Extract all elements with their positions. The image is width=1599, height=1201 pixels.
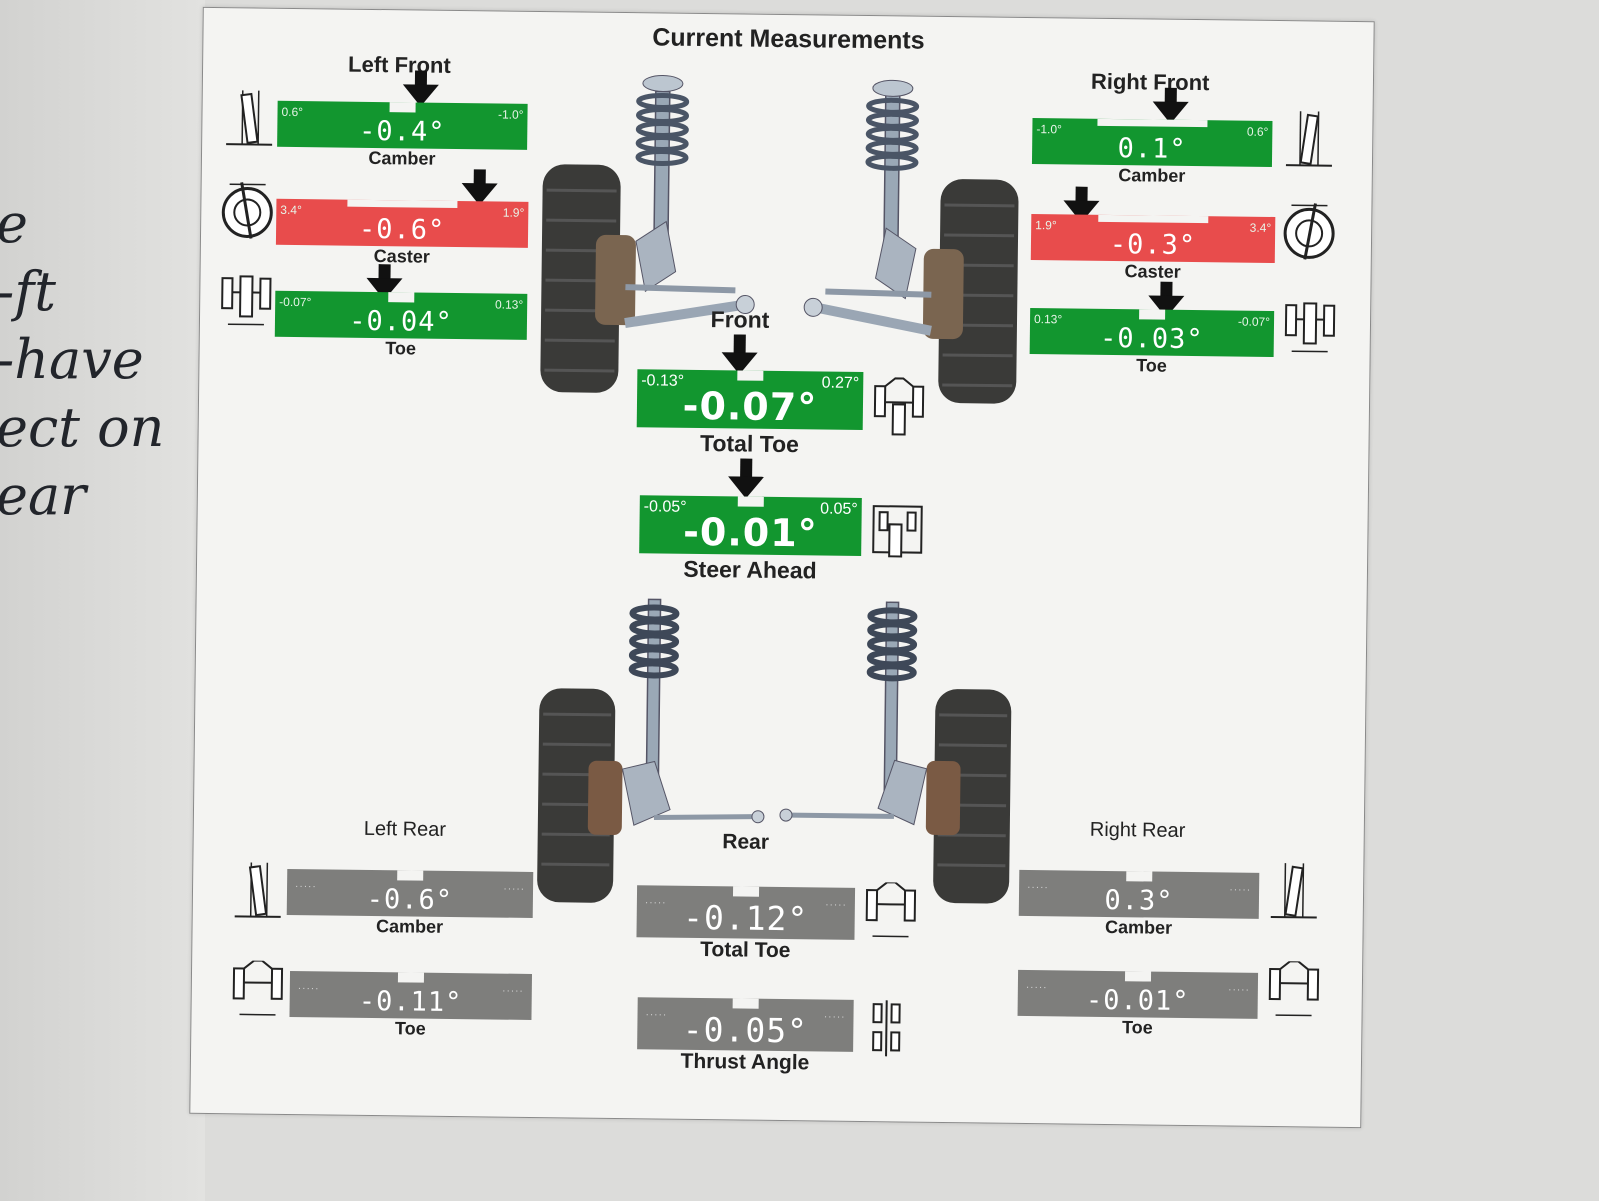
handwriting-line: -ft — [0, 260, 56, 323]
rear-axle-label: Rear — [722, 830, 770, 854]
gauge-notch — [347, 199, 458, 209]
toe-icon — [1284, 302, 1336, 353]
handwriting-line: e — [0, 192, 28, 255]
steer-ahead-icon — [872, 505, 923, 558]
rear-total-toe-gauge: ····· ····· -0.12° — [636, 885, 856, 940]
pointer-arrow-icon — [402, 70, 439, 107]
gauge-label: Camber — [368, 147, 436, 169]
gauge-label: Camber — [375, 916, 444, 937]
handwritten-notes-page: e -ft -have ect on ear — [0, 0, 205, 1201]
total-toe-icon — [865, 882, 917, 938]
handwriting-line: ear — [0, 464, 86, 527]
gauge-notch — [732, 886, 760, 897]
measurement-value: -0.05° — [682, 1009, 809, 1051]
gauge-label: Toe — [1121, 1017, 1153, 1038]
gauge-notch — [389, 102, 416, 113]
measurement-value: 0.3° — [1104, 884, 1174, 917]
right-front-camber-gauge: -1.0° 0.6° 0.1° — [1031, 118, 1273, 167]
gauge-notch — [397, 870, 424, 881]
measurement-value: -0.6° — [358, 213, 446, 246]
camber-icon — [1270, 863, 1317, 919]
pointer-arrow-icon — [461, 169, 498, 206]
measurement-value: -0.01° — [1085, 984, 1190, 1018]
measurement-value: -0.12° — [682, 897, 809, 939]
left-rear-camber-gauge: ····· ····· -0.6° — [286, 868, 534, 918]
gauge-label: Camber — [1104, 916, 1173, 938]
steer-ahead-gauge: -0.05° 0.05° -0.01° — [639, 495, 862, 556]
gauge-notch — [388, 292, 415, 303]
right-rear-toe-gauge: ····· ····· -0.01° — [1017, 969, 1259, 1019]
measurement-value: -0.01° — [682, 509, 818, 556]
handwriting-line: ect on — [0, 396, 165, 459]
gauge-label: Toe — [394, 1018, 426, 1039]
measurement-value: 0.1° — [1117, 133, 1187, 165]
alignment-printout: Current Measurements Left Front 0.6° -1.… — [189, 6, 1375, 1129]
thrust-angle-gauge: ····· ····· -0.05° — [637, 997, 854, 1052]
gauge-label: Total Toe — [700, 938, 791, 963]
pointer-arrow-icon — [721, 334, 758, 375]
measurement-value: -0.4° — [358, 115, 446, 148]
camber-icon — [1285, 111, 1332, 167]
measurement-value: -0.03° — [1099, 322, 1204, 356]
right-rear-camber-gauge: ····· ····· 0.3° — [1018, 869, 1260, 919]
pointer-arrow-icon — [366, 264, 403, 301]
toe-icon — [232, 960, 284, 1016]
gauge-label: Total Toe — [699, 429, 800, 458]
camber-icon — [226, 90, 273, 146]
gauge-label: Toe — [385, 338, 417, 359]
pointer-arrow-icon — [1152, 87, 1189, 124]
pointer-arrow-icon — [728, 458, 765, 499]
left-rear-label: Left Rear — [363, 817, 447, 841]
caster-icon — [221, 182, 273, 239]
pointer-arrow-icon — [1148, 281, 1185, 318]
measurement-value: -0.3° — [1109, 228, 1197, 262]
gauge-notch — [1139, 309, 1166, 320]
gauge-label: Caster — [1124, 261, 1181, 282]
left-rear-toe-gauge: ····· ····· -0.11° — [289, 971, 533, 1020]
camber-icon — [234, 862, 281, 918]
gauge-label: Toe — [1136, 355, 1167, 376]
gauge-notch — [1098, 214, 1209, 224]
front-suspension-drawing — [540, 75, 1019, 404]
measurement-value: -0.07° — [682, 383, 818, 430]
toe-icon — [221, 275, 272, 326]
measurement-value: -0.04° — [349, 305, 453, 338]
gauge-label: Steer Ahead — [683, 555, 817, 584]
gauge-notch — [737, 370, 764, 381]
gauge-notch — [1126, 871, 1153, 882]
gauge-notch — [397, 972, 425, 983]
rear-suspension-drawing — [537, 598, 1012, 904]
thrust-angle-icon — [872, 1000, 901, 1057]
gauge-notch — [732, 998, 759, 1009]
left-front-toe-gauge: -0.07° 0.13° -0.04° — [274, 290, 528, 340]
gauge-label: Thrust Angle — [680, 1049, 810, 1075]
caster-icon — [1283, 203, 1335, 260]
total-toe-icon — [873, 377, 925, 436]
handwriting-line: -have — [0, 328, 144, 391]
right-rear-label: Right Rear — [1089, 818, 1186, 842]
front-total-toe-gauge: -0.13° 0.27° -0.07° — [636, 369, 864, 430]
gauge-notch — [1097, 118, 1208, 128]
gauge-label: Camber — [1118, 165, 1186, 186]
toe-icon — [1268, 960, 1320, 1017]
measurement-value: -0.6° — [366, 883, 454, 917]
gauge-notch — [1124, 971, 1152, 982]
gauge-notch — [737, 496, 764, 507]
left-front-caster-gauge: 3.4° 1.9° -0.6° — [275, 198, 529, 248]
left-front-camber-gauge: 0.6° -1.0° -0.4° — [277, 100, 528, 150]
measurement-value: -0.11° — [358, 985, 463, 1019]
handwritten-notes: e -ft -have ect on ear — [0, 190, 196, 530]
pointer-arrow-icon — [1063, 186, 1100, 223]
right-front-toe-gauge: 0.13° -0.07° -0.03° — [1029, 308, 1275, 357]
right-front-caster-gauge: 1.9° 3.4° -0.3° — [1030, 214, 1276, 263]
front-axle-label: Front — [710, 306, 770, 333]
